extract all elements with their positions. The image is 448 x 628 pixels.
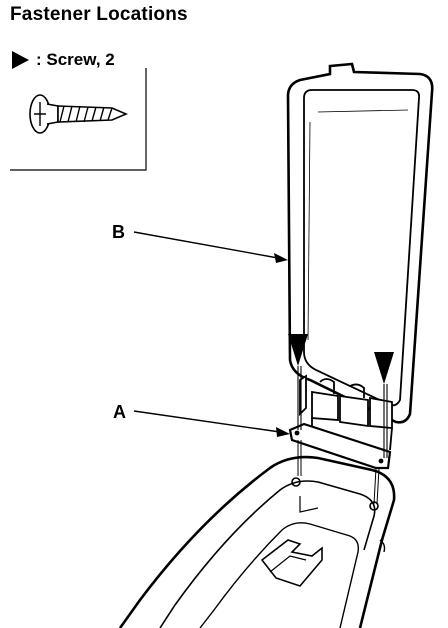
page-title: Fastener Locations: [10, 4, 188, 25]
callout-a-label: A: [113, 402, 126, 422]
legend-frame: [10, 68, 147, 171]
screw-icon: [29, 94, 129, 134]
leader-b: [133, 231, 288, 263]
legend: : Screw, 2: [10, 50, 115, 70]
leader-a: [133, 410, 290, 437]
screw-marker-icon: [12, 51, 29, 69]
console-box: [118, 455, 396, 628]
bracket-plate: [288, 422, 392, 470]
callout-b-label: B: [112, 222, 125, 242]
armrest-lid: [286, 62, 434, 424]
legend-text: : Screw, 2: [36, 50, 115, 69]
